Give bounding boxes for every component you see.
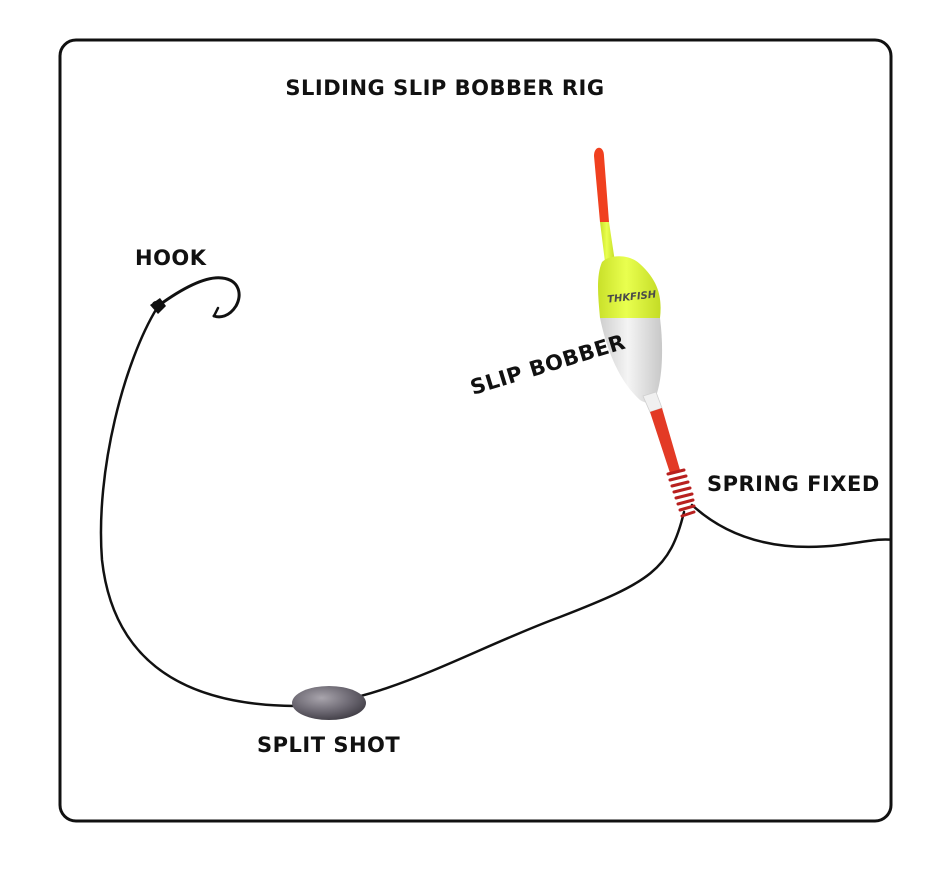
split-shot-weight xyxy=(292,686,366,720)
hook-icon xyxy=(150,276,241,319)
label-split-shot: SPLIT SHOT xyxy=(257,733,400,757)
fishing-line xyxy=(99,306,686,708)
bobber-brand-text: THKFISH xyxy=(607,289,658,305)
diagram-frame xyxy=(58,38,893,823)
label-spring-fixed: SPRING FIXED xyxy=(707,472,880,496)
diagram-title: SLIDING SLIP BOBBER RIG xyxy=(285,76,604,100)
fishing-line-tail xyxy=(690,503,891,549)
label-hook: HOOK xyxy=(135,246,207,270)
spring-coil xyxy=(666,468,696,518)
slip-bobber-icon: THKFISH xyxy=(594,147,696,518)
